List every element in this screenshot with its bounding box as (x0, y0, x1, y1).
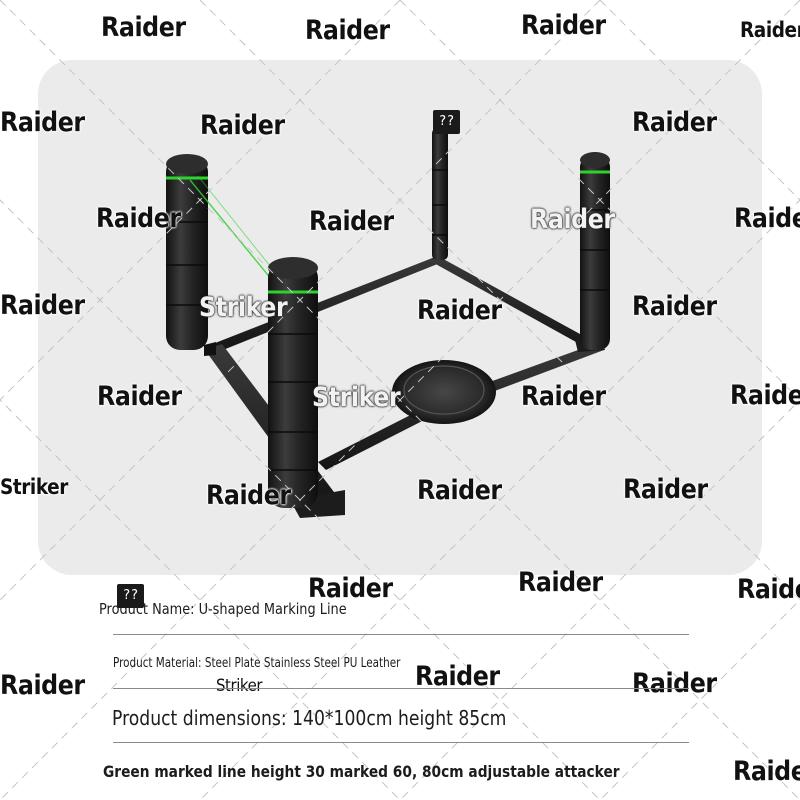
watermark-text: Raider (632, 291, 717, 322)
watermark-text: Raider (309, 206, 394, 237)
product-dimensions-line: Product dimensions: 140*100cm height 85c… (112, 706, 507, 730)
watermark-text: Raider (521, 381, 606, 412)
watermark-text: Raider (734, 203, 800, 234)
watermark-text: Raider (0, 107, 85, 138)
watermark-text: Raider (632, 668, 717, 699)
watermark-text: Striker (199, 292, 288, 323)
watermark-text: Raider (0, 290, 85, 321)
watermark-text: Raider (737, 574, 800, 605)
divider (113, 742, 689, 743)
post-back-center (432, 128, 448, 260)
watermark-text: Raider (518, 567, 603, 598)
watermark-text: Raider (305, 15, 390, 46)
watermark-text: Striker (0, 475, 68, 499)
watermark-text: Raider (415, 661, 500, 692)
watermark-text: Raider (200, 110, 285, 141)
watermark-text: Raider (417, 475, 502, 506)
watermark-text: Raider (730, 380, 800, 411)
watermark-text: Raider (521, 10, 606, 41)
watermark-text: Raider (417, 295, 502, 326)
divider (113, 634, 689, 635)
watermark-text: Raider (733, 756, 800, 787)
watermark-text: Raider (97, 381, 182, 412)
watermark-text: Striker (312, 382, 401, 413)
missing-glyph-icon: ?? (433, 110, 460, 134)
divider (113, 688, 689, 689)
missing-glyph-icon: ?? (117, 584, 144, 608)
watermark-text: Raider (101, 12, 186, 43)
watermark-text: Raider (623, 474, 708, 505)
watermark-text: Raider (740, 18, 800, 42)
watermark-text: Striker (216, 676, 263, 696)
base-plate (392, 360, 496, 424)
watermark-text: Raider (530, 204, 615, 235)
watermark-text: Raider (632, 107, 717, 138)
product-note-line: Green marked line height 30 marked 60, 8… (103, 762, 620, 781)
watermark-text: Raider (206, 480, 291, 511)
post-back-right (580, 152, 610, 350)
product-name-line: Product Name: U-shaped Marking Line (99, 600, 347, 618)
product-material-line: Product Material: Steel Plate Stainless … (113, 656, 401, 671)
watermark-text: Raider (308, 573, 393, 604)
watermark-text: Raider (96, 203, 181, 234)
watermark-text: Raider (0, 670, 85, 701)
